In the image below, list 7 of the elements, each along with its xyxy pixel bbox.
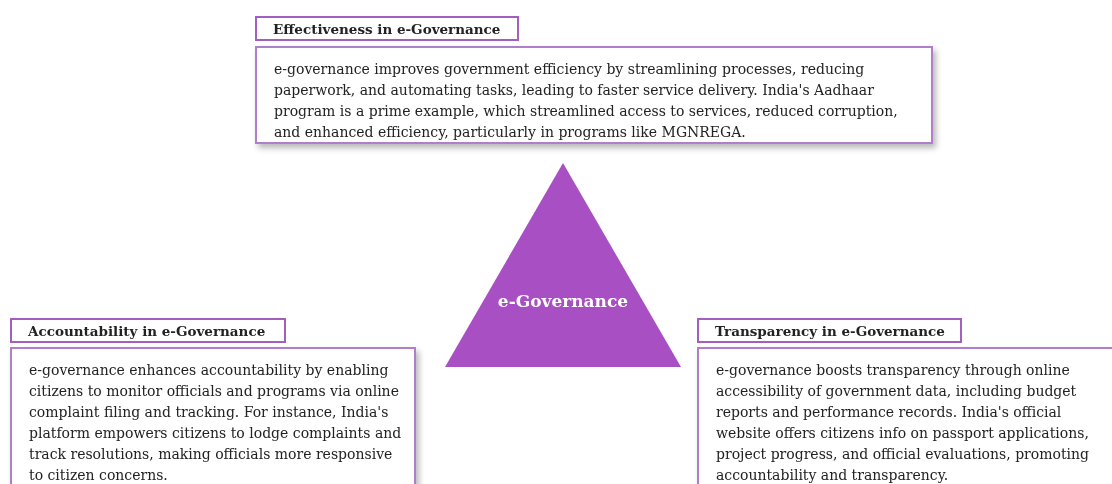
triangle-label: e-Governance: [497, 291, 629, 311]
description-card: e-governance enhances accountability by enabling citizens to monitor officials and programs via online complaint filing and tracking. For instance, India's platform empowers citizens to lodge complaints and track resolutions, making officials more responsive to citizen concerns.: [10, 347, 416, 484]
section-heading: Transparency in e-Governance: [697, 318, 962, 343]
section-heading: Effectiveness in e-Governance: [255, 16, 519, 41]
section-heading: Accountability in e-Governance: [10, 318, 286, 343]
description-card: e-governance boosts transparency through online accessibility of government data, including budget reports and performance records. India's official website offers citizens info on passport applications, project progress, and official evaluations, promoting accountability and transparency.: [697, 347, 1112, 484]
description-card: e-governance improves government efficiency by streamlining processes, reducing paperwork, and automating tasks, leading to faster service delivery. India's Aadhaar program is a prime example, which streamlined access to services, reduced corruption, and enhanced efficiency, particularly in programs like MGNREGA.: [255, 46, 933, 144]
